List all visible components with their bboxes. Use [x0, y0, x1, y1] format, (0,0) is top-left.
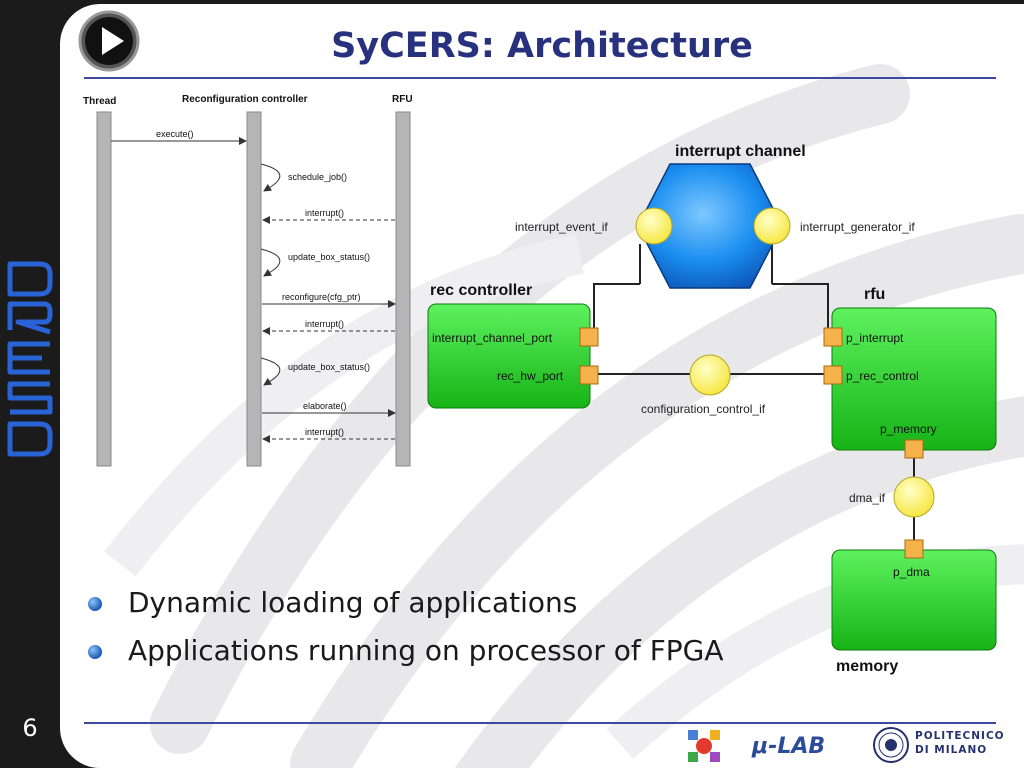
message-reconfigure: reconfigure(cfg_ptr) [282, 292, 361, 302]
page-number: 6 [22, 714, 38, 742]
dresd-logo [7, 261, 53, 457]
rfu-label: rfu [864, 286, 885, 303]
title-divider [84, 77, 996, 79]
sequence-diagram: Thread Reconfiguration controller RFU ex… [83, 94, 413, 467]
message-schedule-job: schedule_job() [288, 172, 347, 182]
polimi-logo-line1: POLITECNICO [915, 730, 1005, 742]
p-memory-label: p_memory [880, 422, 937, 436]
rec-controller-box [427, 303, 591, 409]
p-dma-port [904, 539, 924, 559]
p-rec-control-label: p_rec_control [846, 369, 919, 383]
p-rec-control-port [823, 365, 843, 385]
configuration-control-if-circle [689, 354, 731, 396]
message-interrupt-3: interrupt() [305, 427, 344, 437]
p-interrupt-label: p_interrupt [846, 331, 904, 345]
rec-controller-label: rec controller [430, 282, 532, 299]
bullet-text-1: Dynamic loading of applications [128, 586, 578, 619]
interrupt-generator-if-circle [753, 207, 791, 245]
lifeline-controller-label: Reconfiguration controller [182, 94, 308, 105]
polimi-logo-line2: DI MILANO [915, 744, 988, 756]
bullet-icon [88, 597, 102, 611]
interrupt-event-if-label: interrupt_event_if [515, 220, 608, 234]
p-dma-label: p_dma [893, 565, 930, 579]
message-interrupt-1: interrupt() [305, 208, 344, 218]
message-update-box-status-1: update_box_status() [288, 252, 370, 262]
memory-label: memory [836, 658, 898, 675]
message-execute: execute() [156, 129, 194, 139]
interrupt-channel-label: interrupt channel [675, 143, 806, 160]
lifeline-thread-bar [96, 111, 112, 467]
architecture-diagram: interrupt channel interrupt_event_if int… [427, 143, 997, 675]
rec-hw-port-label: rec_hw_port [497, 369, 564, 383]
lifeline-rfu-label: RFU [392, 94, 413, 105]
slide-canvas: SyCERS: Architecture Thread Reconfigurat… [60, 4, 1024, 768]
dma-if-label: dma_if [849, 491, 886, 505]
bullet-icon [88, 645, 102, 659]
play-icon [102, 27, 124, 55]
partner-logo-icon [688, 730, 720, 762]
bullet-text-2: Applications running on processor of FPG… [128, 634, 724, 667]
dma-if-circle [893, 476, 935, 518]
lifeline-controller-bar [246, 111, 262, 467]
p-interrupt-port [823, 327, 843, 347]
rec-hw-port [579, 365, 599, 385]
configuration-control-if-label: configuration_control_if [641, 402, 766, 416]
message-interrupt-2: interrupt() [305, 319, 344, 329]
message-elaborate: elaborate() [303, 401, 347, 411]
slide-title: SyCERS: Architecture [331, 26, 753, 66]
footer-divider [84, 722, 996, 724]
interrupt-channel-port-label: interrupt_channel_port [432, 331, 553, 345]
message-update-box-status-2: update_box_status() [288, 362, 370, 372]
lifeline-thread-label: Thread [83, 96, 116, 107]
p-memory-port [904, 439, 924, 459]
interrupt-channel-port [579, 327, 599, 347]
lifeline-rfu-bar [395, 111, 411, 467]
mulab-logo: μ-LAB [752, 734, 826, 759]
polimi-seal-icon [873, 727, 909, 763]
interrupt-event-if-circle [635, 207, 673, 245]
interrupt-generator-if-label: interrupt_generator_if [800, 220, 915, 234]
play-button[interactable] [78, 10, 140, 72]
